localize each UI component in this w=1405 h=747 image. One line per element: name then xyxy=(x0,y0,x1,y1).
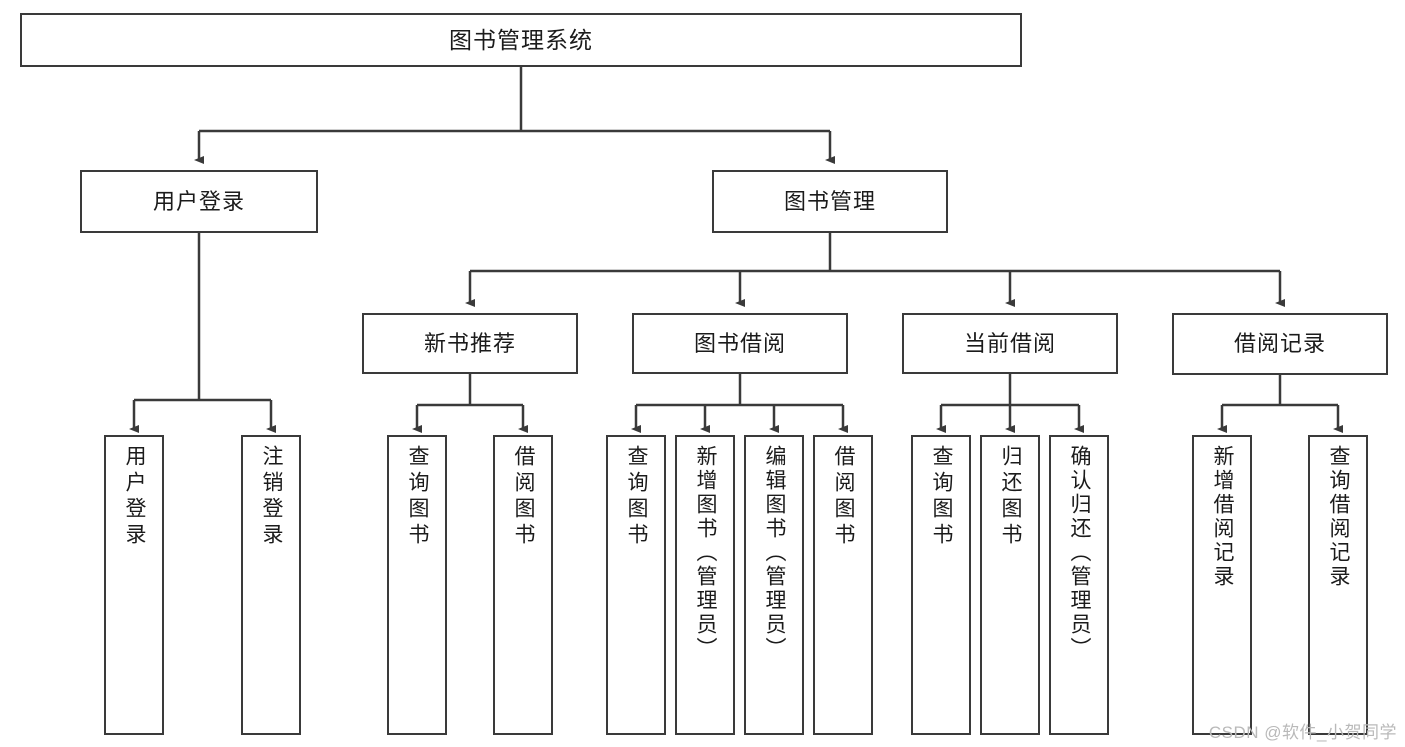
leaf-query-book-3[interactable]: 查询图书 xyxy=(911,435,971,735)
node-label: 当前借阅 xyxy=(963,330,1056,356)
node-label: 借阅记录 xyxy=(1233,331,1326,357)
node-label: 归还图书 xyxy=(999,445,1023,549)
leaf-add-book[interactable]: 新增图书（管理员） xyxy=(675,435,735,735)
node-label: 新书推荐 xyxy=(423,330,516,356)
node-label: 借阅图书 xyxy=(512,445,536,549)
leaf-return-book[interactable]: 归还图书 xyxy=(980,435,1040,735)
node-root-system[interactable]: 图书管理系统 xyxy=(20,13,1022,67)
node-label: 注销登录 xyxy=(260,445,284,549)
node-user-login[interactable]: 用户登录 xyxy=(80,170,318,233)
node-new-book-rec[interactable]: 新书推荐 xyxy=(362,313,578,374)
node-label: 借阅图书 xyxy=(832,445,856,549)
node-label: 编辑图书（管理员） xyxy=(763,445,787,661)
leaf-query-record[interactable]: 查询借阅记录 xyxy=(1308,435,1368,735)
leaf-user-login[interactable]: 用户登录 xyxy=(104,435,164,735)
node-current-borrow[interactable]: 当前借阅 xyxy=(902,313,1118,374)
leaf-edit-book[interactable]: 编辑图书（管理员） xyxy=(744,435,804,735)
node-label: 新增图书（管理员） xyxy=(694,445,718,661)
node-book-borrow[interactable]: 图书借阅 xyxy=(632,313,848,374)
leaf-borrow-book-1[interactable]: 借阅图书 xyxy=(493,435,553,735)
leaf-query-book-1[interactable]: 查询图书 xyxy=(387,435,447,735)
node-label: 查询借阅记录 xyxy=(1327,445,1351,589)
leaf-query-book-2[interactable]: 查询图书 xyxy=(606,435,666,735)
node-label: 图书管理 xyxy=(783,188,876,214)
node-label: 查询图书 xyxy=(930,445,954,549)
leaf-user-logout[interactable]: 注销登录 xyxy=(241,435,301,735)
node-label: 用户登录 xyxy=(152,188,245,214)
node-book-manage[interactable]: 图书管理 xyxy=(712,170,948,233)
watermark-text: CSDN @软件_小贺同学 xyxy=(1208,723,1397,742)
node-label: 用户登录 xyxy=(123,445,147,549)
node-label: 图书管理系统 xyxy=(449,26,593,53)
node-label: 图书借阅 xyxy=(693,330,786,356)
node-label: 查询图书 xyxy=(625,445,649,549)
node-label: 确认归还（管理员） xyxy=(1068,445,1092,661)
node-label: 新增借阅记录 xyxy=(1211,445,1235,589)
leaf-confirm-return[interactable]: 确认归还（管理员） xyxy=(1049,435,1109,735)
node-label: 查询图书 xyxy=(406,445,430,549)
leaf-borrow-book-2[interactable]: 借阅图书 xyxy=(813,435,873,735)
node-borrow-record[interactable]: 借阅记录 xyxy=(1172,313,1388,375)
leaf-add-record[interactable]: 新增借阅记录 xyxy=(1192,435,1252,735)
